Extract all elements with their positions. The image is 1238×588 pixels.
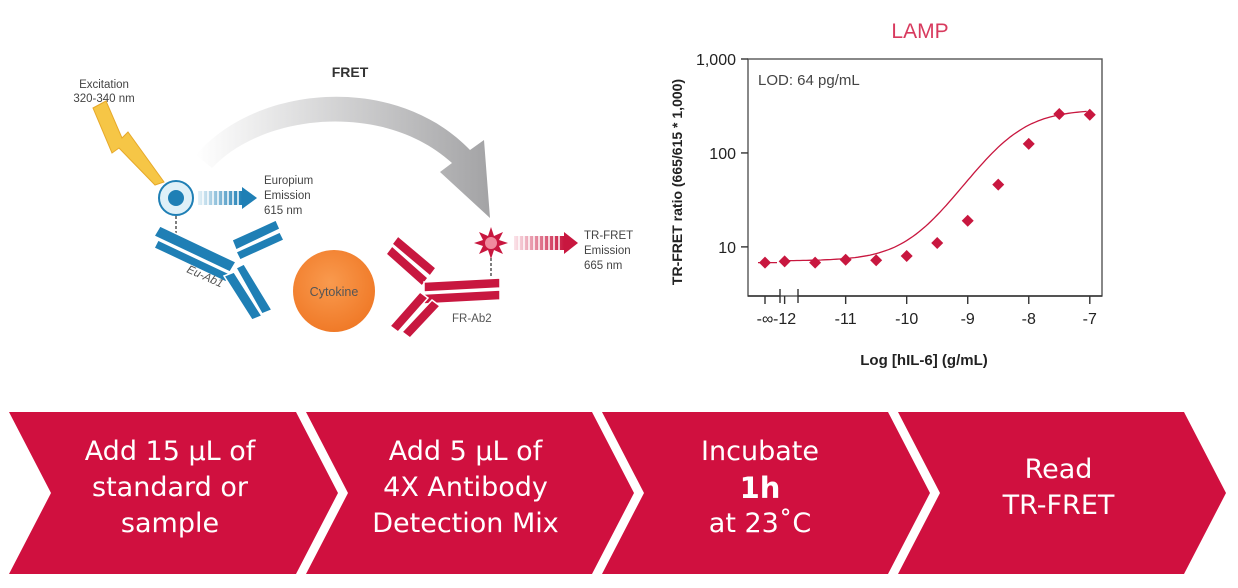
data-point (1053, 107, 1066, 120)
x-tick-label: -12 (773, 311, 796, 328)
data-point (992, 178, 1005, 191)
data-point (1022, 137, 1035, 150)
x-tick-label: -8 (1022, 311, 1036, 328)
chart-title: LAMP (891, 20, 948, 43)
fret-label: FRET (332, 64, 369, 80)
europium-label-line1: Europium (264, 175, 313, 187)
y-tick-label: 100 (709, 146, 736, 163)
europium-donor-core (168, 190, 184, 206)
data-point (900, 249, 913, 262)
data-point (778, 255, 791, 268)
y-axis-label: TR-FRET ratio (665/615 * 1,000) (669, 79, 685, 285)
data-point (809, 256, 822, 269)
y-tick-label: 10 (718, 240, 736, 257)
zero-data-point (759, 256, 771, 269)
tr-fret-label-line3: 665 nm (584, 260, 622, 272)
data-point (1083, 108, 1096, 121)
x-tick-label: -11 (835, 311, 857, 328)
x-tick-label: -10 (895, 311, 918, 328)
lamp-dose-response-chart: LAMP LOD: 64 pg/mL TR-FRET ratio (665/61… (669, 20, 1103, 369)
europium-label-line2: Emission (264, 190, 311, 202)
data-point (839, 253, 852, 266)
lightning-bolt-icon (92, 100, 165, 186)
fr-ab2-label: FR-Ab2 (452, 313, 492, 325)
x-axis-label: Log [hIL-6] (g/mL) (860, 352, 987, 369)
fit-curve (784, 110, 1087, 262)
step-2-chevron (306, 412, 634, 574)
fr-acceptor-core (485, 237, 497, 249)
europium-emission-arrow (198, 187, 257, 209)
tr-fret-emission-arrow (514, 232, 578, 254)
data-point (870, 254, 883, 267)
fret-assay-diagram: Excitation 320-340 nm FRET Europium Emis… (73, 64, 633, 340)
workflow-steps (9, 412, 1226, 574)
fret-arc (196, 96, 490, 218)
eu-ab1-antibody (152, 219, 286, 321)
europium-label-line3: 615 nm (264, 205, 302, 217)
tr-fret-label-line1: TR-FRET (584, 230, 633, 242)
x-axis (748, 289, 1102, 303)
x-tick-label: -7 (1083, 311, 1097, 328)
data-point (961, 214, 974, 227)
cytokine-circle (293, 250, 375, 332)
step-4-chevron (898, 412, 1226, 574)
chart-annotation: LOD: 64 pg/mL (758, 72, 860, 89)
x-tick-label: -9 (961, 311, 975, 328)
step-3-chevron (602, 412, 930, 574)
excitation-label-line2: 320-340 nm (73, 93, 134, 105)
step-1-chevron (9, 412, 338, 574)
y-tick-label: 1,000 (696, 52, 736, 69)
tr-fret-label-line2: Emission (584, 245, 631, 257)
excitation-label-line1: Excitation (79, 79, 129, 91)
cytokine-label: Cytokine (310, 285, 359, 299)
x-break-label: -∞ (757, 311, 774, 328)
fr-ab2-antibody (384, 234, 501, 340)
data-point (931, 236, 944, 249)
